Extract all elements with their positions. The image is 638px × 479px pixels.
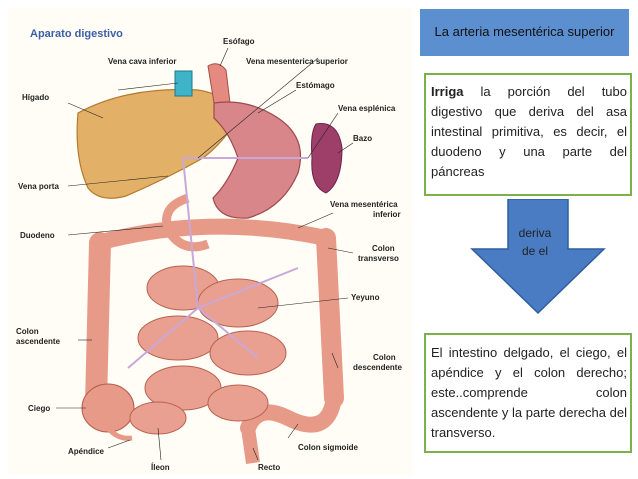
cecum-shape	[81, 383, 135, 433]
vena-cava-shape	[174, 70, 193, 97]
appendix-shape	[106, 426, 133, 441]
label-colon-transverso-2: transverso	[358, 254, 399, 263]
irrigation-text-box: Irriga la porción del tubo digestivo que…	[424, 73, 632, 196]
derivatives-text-box: El intestino delgado, el ciego, el apénd…	[424, 333, 632, 453]
label-vena-mes-sup: Vena mesenterica superior	[246, 57, 348, 66]
label-vena-mes-inf-1: Vena mesentérica	[330, 200, 398, 209]
label-bazo: Bazo	[353, 134, 372, 143]
label-recto: Recto	[258, 463, 280, 472]
label-apendice: Apéndice	[68, 447, 105, 456]
label-ileon: Íleon	[151, 463, 170, 472]
spleen-shape	[311, 123, 343, 194]
label-colon-desc-2: descendente	[353, 363, 402, 372]
label-colon-asc-2: ascendente	[16, 337, 61, 346]
label-duodeno: Duodeno	[20, 231, 55, 240]
label-ciego: Ciego	[28, 404, 50, 413]
arrow-label-line-2: de el	[521, 244, 549, 258]
label-higado: Hígado	[22, 93, 49, 102]
ascending-colon-shape	[85, 232, 111, 414]
label-colon-transverso-1: Colon	[372, 244, 395, 253]
irrigation-bold-word: Irriga	[431, 84, 464, 99]
label-colon-desc-1: Colon	[373, 353, 396, 362]
label-vena-mes-inf-2: inferior	[373, 210, 401, 219]
small-intestine-shape	[129, 265, 287, 435]
anatomy-drawing: Esófago Vena cava inferior Vena mesenter…	[16, 37, 402, 472]
label-esofago: Esófago	[223, 37, 255, 46]
label-vena-esplenica: Vena esplénica	[338, 104, 396, 113]
transverse-colon-shape	[90, 218, 334, 251]
stomach-shape	[212, 101, 302, 219]
label-yeyuno: Yeyuno	[351, 293, 380, 302]
label-vena-porta: Vena porta	[18, 182, 59, 191]
digestive-system-illustration: Esófago Vena cava inferior Vena mesenter…	[8, 8, 413, 475]
label-estomago: Estómago	[296, 81, 335, 90]
arrow-label-line-1: deriva	[518, 226, 552, 240]
irrigation-text: la porción del tubo digestivo que deriva…	[431, 84, 627, 179]
down-arrow	[470, 199, 606, 315]
descending-colon-shape	[316, 228, 344, 408]
label-vena-cava: Vena cava inferior	[108, 57, 176, 66]
arrow-label: deriva de el	[505, 224, 565, 260]
figure-title: Aparato digestivo	[30, 28, 123, 40]
mesenteric-veins	[127, 157, 308, 369]
label-colon-asc-1: Colon	[16, 327, 39, 336]
slide-title: La arteria mesentérica superior	[420, 9, 629, 56]
derivatives-text: El intestino delgado, el ciego, el apénd…	[431, 345, 627, 440]
rectum-shape	[241, 427, 260, 464]
label-colon-sigmoide: Colon sigmoide	[298, 443, 359, 452]
